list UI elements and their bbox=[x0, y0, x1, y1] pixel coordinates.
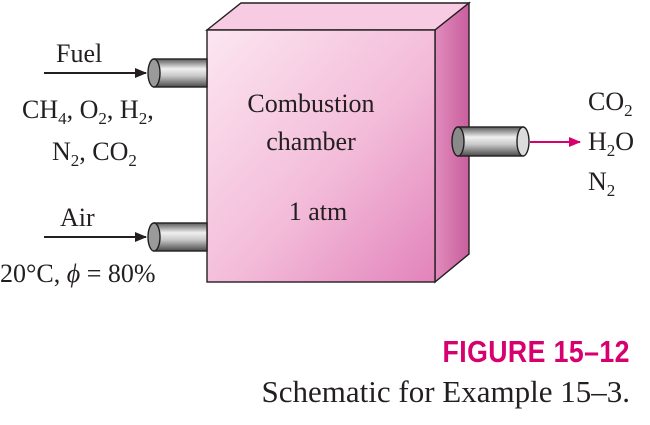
air-inlet-pipe bbox=[147, 222, 208, 252]
fuel-species-h2: H2, bbox=[120, 95, 154, 128]
fuel-inlet-pipe bbox=[147, 58, 208, 88]
fuel-species-line1: CH4, O2, H2, bbox=[22, 95, 154, 128]
product-co2: CO2 bbox=[588, 87, 633, 120]
fuel-species-co2: CO2 bbox=[92, 137, 137, 170]
chamber-pressure: 1 atm bbox=[289, 197, 348, 226]
product-h2o: H2O bbox=[588, 127, 634, 160]
chamber-label-line1: Combustion bbox=[247, 89, 374, 118]
chamber-front-face bbox=[206, 29, 436, 283]
fuel-species-o2: O2, bbox=[80, 95, 120, 128]
product-n2: N2 bbox=[588, 167, 615, 200]
figure-caption: Schematic for Example 15–3. bbox=[261, 374, 630, 409]
phi-symbol: ϕ bbox=[67, 259, 80, 288]
chamber-top-face bbox=[204, 2, 472, 31]
fuel-label: Fuel bbox=[56, 39, 102, 68]
fuel-species-n2: N2, bbox=[52, 137, 92, 170]
products-outlet-pipe bbox=[451, 126, 530, 157]
fuel-species-ch4: CH4, bbox=[22, 95, 80, 128]
air-conditions: 20°C, ϕ = 80% bbox=[0, 259, 156, 288]
fuel-species-line2: N2, CO2 bbox=[52, 137, 137, 170]
chamber-label-line2: chamber bbox=[266, 127, 356, 156]
figure-label: FIGURE 15–12 bbox=[442, 334, 630, 369]
air-label: Air bbox=[60, 203, 95, 232]
combustion-chamber-box bbox=[204, 1, 472, 284]
